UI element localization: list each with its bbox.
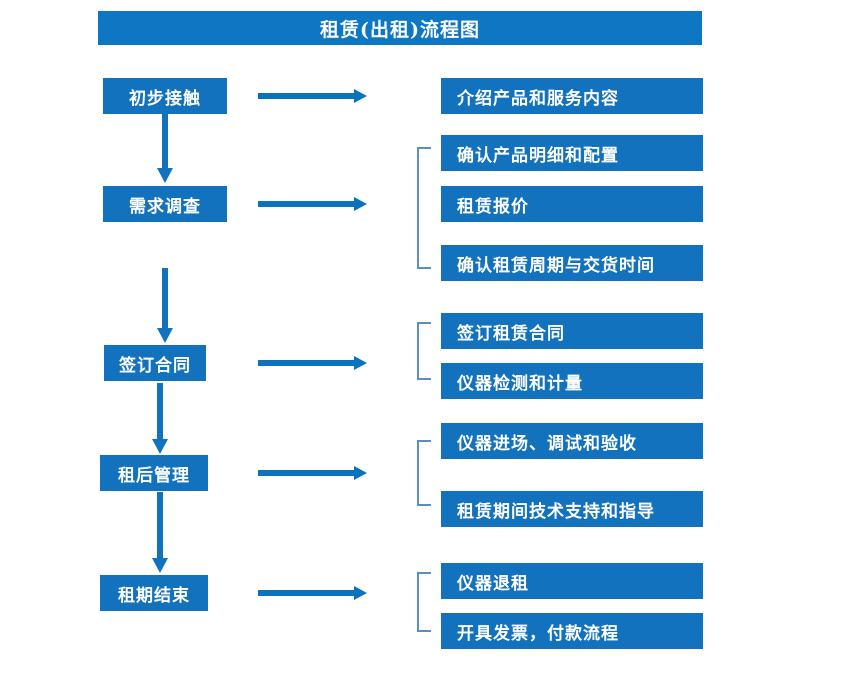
stage-node-demand-survey[interactable]: 需求调查 [103, 186, 227, 222]
detail-node-confirm-rental-period[interactable]: 确认租赁周期与交货时间 [441, 245, 703, 281]
right-arrow-3 [258, 354, 368, 372]
stage-node-initial-contact[interactable]: 初步接触 [103, 78, 227, 114]
detail-node-instrument-inspection[interactable]: 仪器检测和计量 [441, 363, 703, 399]
stage-node-sign-contract[interactable]: 签订合同 [104, 345, 206, 381]
down-arrow-2 [150, 268, 180, 344]
right-arrow-1 [258, 87, 368, 105]
group-bracket-4 [416, 572, 432, 632]
detail-node-rental-quotation[interactable]: 租赁报价 [441, 186, 703, 222]
group-bracket-1 [416, 147, 432, 269]
right-arrow-4 [258, 464, 368, 482]
right-arrow-2 [258, 195, 368, 213]
down-arrow-3 [145, 383, 175, 455]
stage-node-rental-end[interactable]: 租期结束 [100, 575, 208, 611]
detail-node-introduce-products[interactable]: 介绍产品和服务内容 [441, 78, 703, 114]
detail-node-technical-support[interactable]: 租赁期间技术支持和指导 [441, 491, 703, 527]
detail-node-instrument-delivery[interactable]: 仪器进场、调试和验收 [441, 423, 703, 459]
detail-node-invoice-payment[interactable]: 开具发票，付款流程 [441, 613, 703, 649]
stage-node-post-rental-management[interactable]: 租后管理 [100, 455, 208, 491]
down-arrow-1 [150, 114, 180, 184]
group-bracket-2 [416, 322, 432, 380]
group-bracket-3 [416, 440, 432, 506]
detail-node-sign-rental-contract[interactable]: 签订租赁合同 [441, 313, 703, 349]
page-title: 租赁(出租)流程图 [98, 11, 702, 45]
down-arrow-4 [145, 492, 175, 574]
detail-node-confirm-product-spec[interactable]: 确认产品明细和配置 [441, 135, 703, 171]
right-arrow-5 [258, 584, 368, 602]
detail-node-instrument-return[interactable]: 仪器退租 [441, 563, 703, 599]
